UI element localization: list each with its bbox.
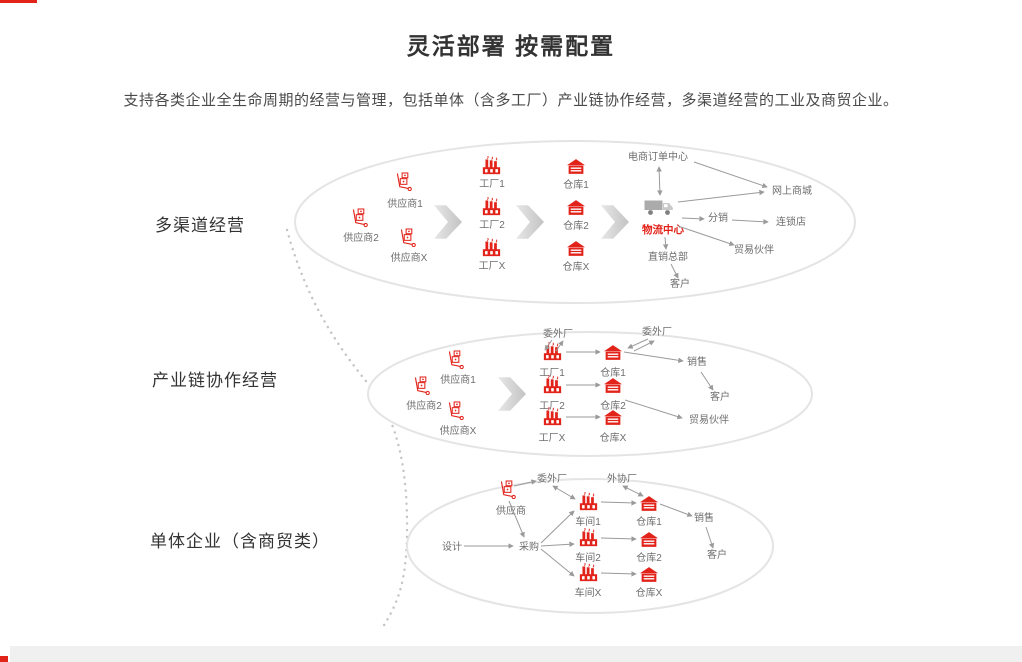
- industry-chain-ellipse: [367, 331, 813, 457]
- single-enterprise-group: 供应商 委外厂 外协厂 设计 采购 车间1 车间2 车间X 仓库1 仓库2 仓库…: [406, 472, 774, 614]
- node-label: 车间1: [575, 515, 601, 528]
- node-label: 仓库X: [636, 586, 663, 599]
- node-label: 仓库1: [563, 178, 589, 191]
- node-label: 分销: [708, 211, 728, 224]
- flow-arrow: [656, 166, 663, 196]
- node-label: 仓库2: [636, 551, 662, 564]
- node-label: 仓库1: [600, 366, 626, 379]
- node-label: 工厂2: [479, 220, 505, 231]
- industry-chain-group: 委外厂 委外厂 供应商1 供应商2 供应商X 工厂1 工厂2 工厂X 仓库1 仓…: [367, 325, 813, 457]
- node-label: 委外厂: [537, 472, 567, 485]
- flow-arrow: [600, 536, 637, 542]
- deployment-diagram: 供应商1 供应商2 供应商X 工厂1 工厂2 工厂X 仓库1 仓库2 仓库X 物…: [285, 140, 856, 632]
- multi-channel-ellipse: [294, 140, 856, 304]
- node-label: 供应商2: [343, 231, 379, 244]
- node-label: 工厂1: [479, 179, 505, 190]
- flow-arrow: [677, 189, 765, 203]
- node-label: 供应商: [496, 504, 526, 517]
- node-label: 外协厂: [607, 472, 637, 485]
- multi-channel-group: 供应商1 供应商2 供应商X 工厂1 工厂2 工厂X 仓库1 仓库2 仓库X 物…: [294, 140, 856, 304]
- node-label: 供应商1: [440, 373, 476, 386]
- node-label: 供应商2: [406, 399, 442, 412]
- node-label: 贸易伙伴: [734, 243, 774, 256]
- node-label: 仓库X: [600, 431, 627, 444]
- flow-arrow: [540, 510, 575, 544]
- node-label: 直销总部: [648, 250, 688, 263]
- flow-arrow: [552, 485, 576, 500]
- node-label: 贸易伙伴: [689, 413, 729, 426]
- node-label: 供应商1: [387, 197, 423, 210]
- flow-arrows: [544, 338, 714, 420]
- flow-arrows: [464, 479, 715, 577]
- flow-arrow: [623, 351, 684, 364]
- node-label: 工厂2: [539, 401, 565, 412]
- flow-arrow: [670, 263, 679, 279]
- flow-arrow: [627, 338, 649, 349]
- label-multi-channel: 多渠道经营: [155, 216, 245, 235]
- flow-arrow: [540, 541, 575, 548]
- flow-arrow: [731, 218, 769, 225]
- node-label: 采购: [519, 540, 539, 553]
- flow-arrow: [700, 371, 714, 391]
- node-label: 仓库2: [600, 399, 626, 412]
- flow-arrow: [508, 500, 525, 538]
- flow-arrow: [677, 225, 735, 247]
- node-label: 销售: [687, 355, 707, 368]
- flow-arrow: [705, 526, 715, 549]
- flow-arrows: [656, 161, 769, 279]
- node-label: 车间X: [575, 586, 602, 599]
- node-label: 工厂1: [539, 368, 565, 379]
- node-label: 销售: [694, 511, 714, 524]
- node-label: 客户: [670, 277, 690, 290]
- node-label: 客户: [710, 390, 730, 403]
- flow-arrow: [544, 339, 553, 351]
- node-label: 工厂X: [539, 433, 566, 444]
- node-label: 供应商X: [391, 251, 428, 264]
- logistics-label: 物流中心: [642, 223, 684, 236]
- node-label: 电商订单中心: [628, 150, 688, 163]
- node-label: 设计: [442, 540, 462, 553]
- node-label: 仓库2: [563, 219, 589, 232]
- node-label: 委外厂: [642, 325, 672, 338]
- flow-arrow: [555, 340, 564, 352]
- flow-arrow: [600, 571, 637, 577]
- node-label: 网上商城: [772, 184, 812, 197]
- flow-arrow: [662, 236, 669, 250]
- flow-arrow: [633, 340, 655, 352]
- dotted-connector: [285, 228, 409, 632]
- flow-arrow: [513, 479, 537, 487]
- node-label: 客户: [707, 548, 727, 561]
- node-label: 仓库1: [636, 515, 662, 528]
- node-label: 委外厂: [543, 327, 573, 340]
- flow-arrow: [681, 216, 705, 222]
- label-single-enterprise: 单体企业（含商贸类）: [150, 532, 330, 551]
- flow-arrow: [622, 485, 644, 497]
- node-label: 仓库X: [563, 260, 590, 273]
- page-subtitle: 支持各类企业全生命周期的经营与管理，包括单体（含多工厂）产业链协作经营，多渠道经…: [123, 92, 899, 109]
- flow-arrow: [600, 500, 637, 506]
- label-industry-chain: 产业链协作经营: [152, 371, 278, 390]
- node-label: 车间2: [575, 551, 601, 564]
- node-label: 工厂X: [479, 261, 506, 272]
- node-label: 供应商X: [440, 424, 477, 437]
- top-accent-line: [0, 0, 37, 3]
- flow-arrow: [624, 399, 683, 420]
- bottom-accent-line: [0, 656, 8, 662]
- flow-arrow: [659, 503, 693, 517]
- footer-bar: [10, 646, 1022, 662]
- flow-arrow: [540, 548, 575, 577]
- page-title: 灵活部署 按需配置: [406, 33, 616, 59]
- node-label: 连锁店: [776, 215, 806, 228]
- flow-arrow: [693, 161, 768, 189]
